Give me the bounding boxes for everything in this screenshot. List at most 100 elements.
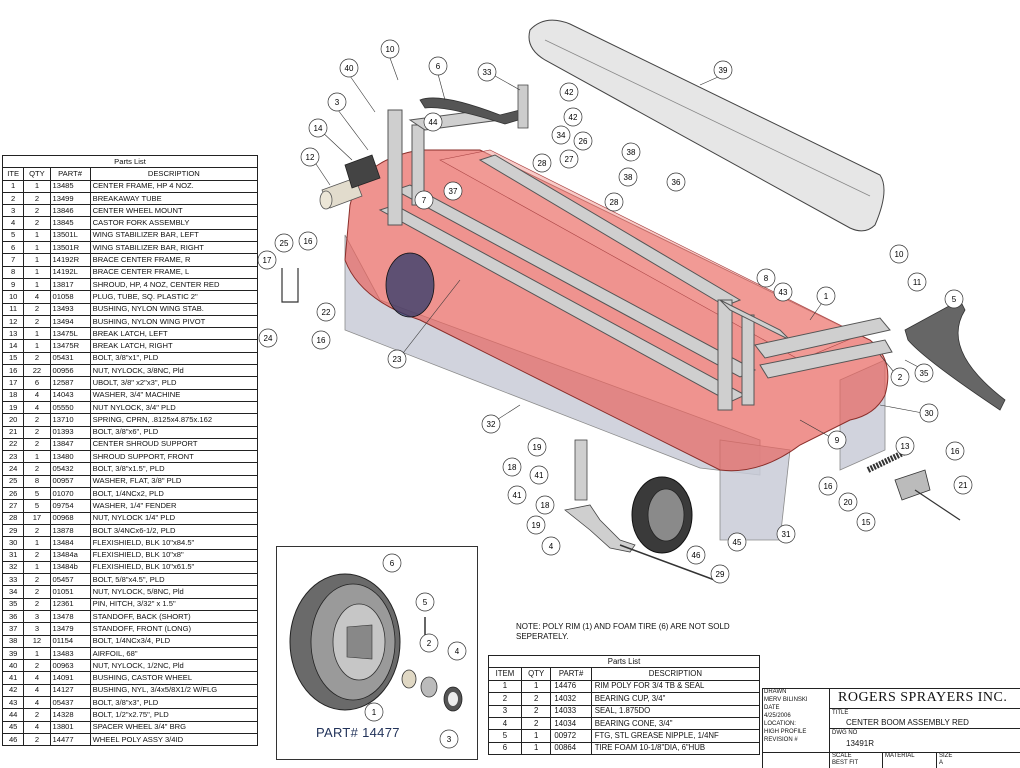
callouts: 10 40 6 33 42 42 34 26 39 3 44 14 28 27 … [257,39,973,584]
callout: 10 [380,39,400,59]
title-label: TITLE [832,710,849,716]
table-cell: 28 [1,511,25,525]
table-cell: 13878 [49,523,91,538]
svg-text:35: 35 [920,369,929,378]
table-cell: 13484a [49,548,91,562]
table-cell: BREAK LATCH, RIGHT [89,339,259,353]
table-cell: BOLT, 1/2"x2.75", PLD [89,708,259,722]
callout: 41 [529,465,549,485]
table-cell: 1 [23,179,51,193]
column-header: DESCRIPTION [590,667,761,681]
table-cell: 01058 [49,290,91,304]
table-cell: 15 [1,351,25,366]
table-cell: FLEXISHIELD, BLK 10"x61.5" [89,560,259,575]
table-cell: RIM POLY FOR 3/4 TB & SEAL [590,679,761,694]
table-cell: BUSHING, CASTOR WHEEL [89,671,259,685]
callout: 24 [258,328,278,348]
table-cell: BUSHING, NYLON WING PIVOT [89,314,259,329]
svg-text:18: 18 [541,501,550,510]
callout: 16 [298,231,318,251]
size-label: SIZE [939,753,953,759]
table-cell: 2 [520,692,552,706]
wheel-detail-inset: 6 5 2 4 1 3 [276,546,478,760]
wheel-exploded-view: 6 5 2 4 1 3 [289,553,467,749]
table-cell: WING STABILIZER BAR, RIGHT [89,241,259,255]
table-cell: 19 [1,400,25,415]
callout: 44 [423,112,443,132]
table-cell: 21 [1,425,25,439]
callout: 32 [481,414,501,434]
table-cell: 2 [23,302,51,316]
callout: 19 [526,515,546,535]
table-cell: SEAL, 1.875DO [590,704,761,718]
table-cell: 39 [1,646,25,661]
column-header: PART# [550,667,592,681]
svg-text:1: 1 [372,708,377,717]
table-cell: 1 [520,729,552,743]
svg-text:7: 7 [422,196,427,205]
drawn-by: MERV BILINSKI [764,697,808,703]
table-cell: 2 [520,716,552,731]
callout: 33 [477,62,497,82]
svg-text:42: 42 [565,88,574,97]
airfoil-rib [544,39,871,197]
callout: 1 [364,702,384,722]
date-label: DATE [764,705,780,711]
dwg-number: 13491R [846,739,875,748]
table-cell: 8 [1,265,25,279]
callout: 20 [838,492,858,512]
callout: 14 [308,118,328,138]
table-cell: 14034 [550,716,592,731]
table-cell: 31 [1,548,25,562]
wheel-parts-title: Parts List [488,654,760,669]
callout: 4 [447,641,467,661]
table-cell: 44 [1,708,25,722]
callout: 5 [944,289,964,309]
center-frame [378,109,893,411]
svg-text:23: 23 [393,355,402,364]
table-cell: 12361 [49,597,91,611]
callout: 19 [527,437,547,457]
callout: 22 [316,302,336,322]
table-cell: 8 [23,474,51,489]
table-cell: 1 [23,646,51,661]
table-cell: 13847 [49,437,91,452]
table-cell: WHEEL POLY ASSY 3/4ID [89,732,259,747]
callout: 7 [414,190,434,210]
table-cell: 2 [23,708,51,722]
svg-text:3: 3 [447,735,452,744]
callout: 25 [274,233,294,253]
svg-text:41: 41 [513,491,522,500]
table-cell: 01051 [49,585,91,599]
table-cell: BREAK LATCH, LEFT [89,327,259,341]
table-cell: 37 [1,622,25,636]
table-cell: 12 [1,314,25,329]
svg-text:2: 2 [898,373,903,382]
table-cell: CENTER SHROUD SUPPORT [89,437,259,452]
callout: 45 [727,532,747,552]
callout: 27 [559,149,579,169]
svg-text:29: 29 [716,570,725,579]
callout: 41 [507,485,527,505]
svg-text:18: 18 [508,463,517,472]
wing-stabilizer-bar-left [904,299,1006,411]
svg-text:42: 42 [569,113,578,122]
table-cell: NUT, NYLOCK, 3/8NC, Pld [89,364,259,378]
table-cell: 1 [23,536,51,550]
table-cell: 1 [520,741,552,756]
table-cell: 05431 [49,351,91,366]
table-cell: 05457 [49,573,91,587]
table-cell: 2 [23,732,51,747]
svg-text:4: 4 [455,647,460,656]
svg-text:14: 14 [314,124,323,133]
